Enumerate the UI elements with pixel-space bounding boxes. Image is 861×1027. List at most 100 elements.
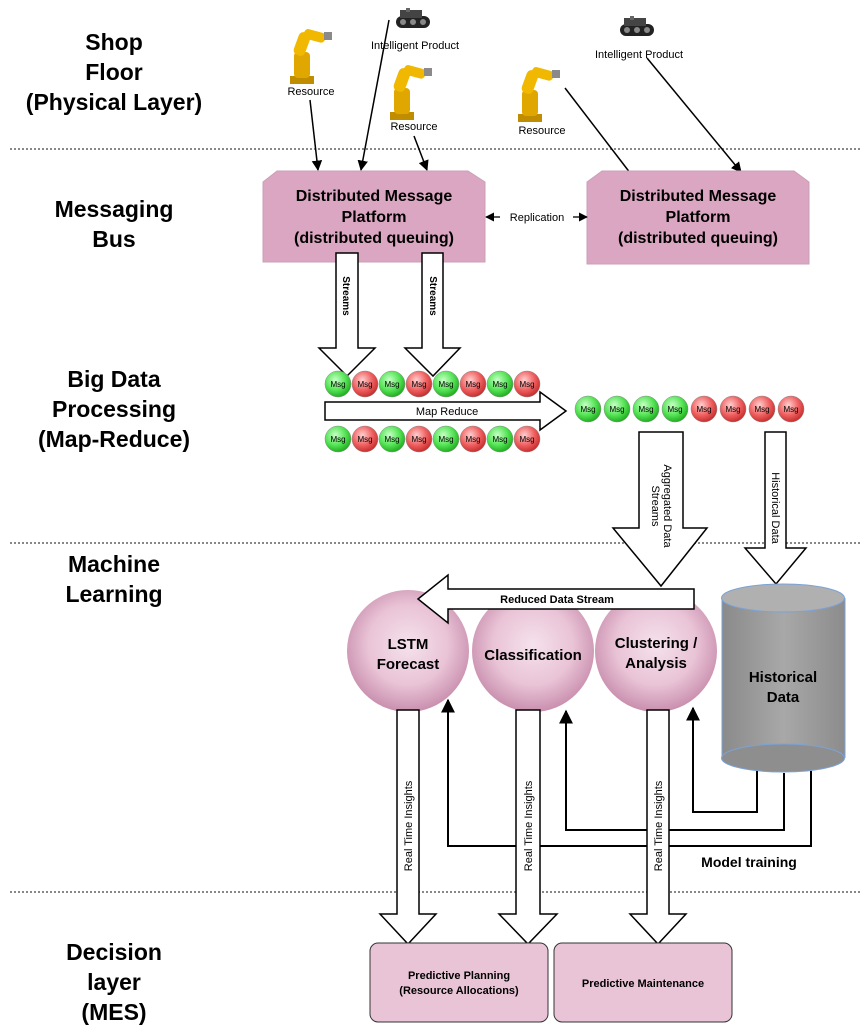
msg-ball: Msg [324, 425, 352, 453]
layer-ml-line1: Machine [67, 551, 161, 577]
real-time-insights-label-1: Real Time Insights [403, 780, 415, 871]
training-line-lstm [441, 698, 812, 847]
label-intelligent-product-2: Intelligent Product [595, 49, 683, 61]
msg-text: Msg [580, 405, 595, 414]
reduced-data-stream-label: Reduced Data Stream [500, 594, 614, 606]
msg-ball: Msg [690, 395, 718, 423]
msg-ball: Msg [351, 425, 379, 453]
predictive-planning-line1: Predictive Planning [408, 970, 510, 982]
msg-text: Msg [609, 405, 624, 414]
clustering-label-line2: Analysis [625, 655, 687, 672]
msg-ball: Msg [719, 395, 747, 423]
historical-db-line2: Data [767, 689, 800, 706]
layer-decision: Decision layer (MES) [4, 937, 224, 1027]
msg-text: Msg [754, 405, 769, 414]
training-line-clustering [686, 706, 758, 813]
label-resource-2: Resource [390, 121, 437, 133]
arrow-resource1-platform1 [309, 99, 323, 172]
msg-text: Msg [384, 435, 399, 444]
historical-data-arrow-label: Historical Data [769, 472, 781, 544]
real-time-insights-arrow-1 [378, 709, 438, 946]
msg-ball: Msg [777, 395, 805, 423]
msg-text: Msg [357, 380, 372, 389]
shop-floor-arrows [309, 19, 742, 179]
platform-1-line3: (distributed queuing) [294, 230, 454, 247]
streams-label-1: Streams [340, 276, 351, 316]
msg-text: Msg [411, 380, 426, 389]
msg-row-output: Msg Msg Msg Msg Msg Msg Msg Msg [574, 395, 805, 423]
model-training-label: Model training [701, 854, 797, 870]
msg-ball: Msg [324, 370, 352, 398]
predictive-planning-box [369, 942, 549, 1023]
layer-big-data-line1: Big Data [67, 366, 161, 392]
msg-ball: Msg [432, 425, 460, 453]
layer-decision-line2: layer [87, 969, 141, 995]
model-training-lines [441, 698, 812, 847]
intelligent-product-icon [620, 16, 654, 36]
reduced-data-stream-arrow [416, 573, 695, 625]
msg-text: Msg [438, 435, 453, 444]
msg-ball: Msg [632, 395, 660, 423]
platform-2-line3: (distributed queuing) [618, 230, 778, 247]
training-line-classification [559, 709, 785, 831]
streams-arrow-2 [403, 252, 462, 378]
msg-row-2: Msg Msg Msg Msg Msg Msg Msg Msg [324, 425, 541, 453]
msg-ball: Msg [661, 395, 689, 423]
msg-ball: Msg [486, 370, 514, 398]
layer-shop-floor-line2: Floor [85, 59, 143, 85]
lstm-forecast-sphere [347, 590, 469, 712]
clustering-label-line1: Clustering / [615, 635, 698, 652]
msg-ball: Msg [459, 370, 487, 398]
msg-text: Msg [465, 435, 480, 444]
layer-shop-floor: Shop Floor (Physical Layer) [4, 27, 224, 117]
arrow-resource3-platform2 [564, 87, 635, 179]
classification-label: Classification [484, 647, 582, 664]
msg-row-1: Msg Msg Msg Msg Msg Msg Msg Msg [324, 370, 541, 398]
layer-machine-learning: Machine Learning [4, 549, 224, 609]
lstm-label-line2: Forecast [377, 656, 440, 673]
historical-data-arrow [743, 431, 808, 586]
layer-messaging-bus: Messaging Bus [4, 194, 224, 254]
msg-ball: Msg [486, 425, 514, 453]
platform-1-line2: Platform [342, 209, 407, 226]
msg-ball: Msg [378, 370, 406, 398]
layer-big-data-line3: (Map-Reduce) [37, 426, 191, 452]
real-time-insights-arrow-2 [497, 709, 559, 946]
msg-text: Msg [725, 405, 740, 414]
msg-ball: Msg [574, 395, 602, 423]
streams-arrow-1 [317, 252, 377, 378]
msg-text: Msg [330, 435, 345, 444]
msg-ball: Msg [378, 425, 406, 453]
msg-text: Msg [384, 380, 399, 389]
msg-text: Msg [696, 405, 711, 414]
msg-text: Msg [783, 405, 798, 414]
platform-2-line2: Platform [666, 209, 731, 226]
msg-ball: Msg [513, 425, 541, 453]
intelligent-product-icon [396, 8, 430, 28]
platform-1-shape [262, 170, 486, 263]
msg-text: Msg [492, 435, 507, 444]
robot-arm-icon [390, 65, 432, 120]
msg-text: Msg [411, 435, 426, 444]
streams-label-2: Streams [427, 276, 438, 316]
aggregated-label-line1: Aggregated Data [661, 464, 673, 548]
predictive-maintenance-box [553, 942, 733, 1023]
msg-text: Msg [438, 380, 453, 389]
msg-text: Msg [638, 405, 653, 414]
arrow-product2-platform2 [646, 57, 742, 173]
real-time-insights-label-3: Real Time Insights [653, 780, 665, 871]
platform-1-line1: Distributed Message [296, 188, 453, 205]
platform-2-line1: Distributed Message [620, 188, 777, 205]
platform-2-shape [586, 170, 810, 265]
layer-big-data: Big Data Processing (Map-Reduce) [4, 364, 224, 454]
msg-text: Msg [465, 380, 480, 389]
msg-ball: Msg [432, 370, 460, 398]
clustering-analysis-sphere [595, 590, 717, 712]
historical-data-database [721, 583, 846, 773]
layer-decision-line3: (MES) [81, 999, 147, 1025]
real-time-insights-arrow-3 [628, 709, 688, 946]
replication-label: Replication [510, 212, 564, 224]
predictive-planning-line2: (Resource Allocations) [399, 985, 519, 997]
